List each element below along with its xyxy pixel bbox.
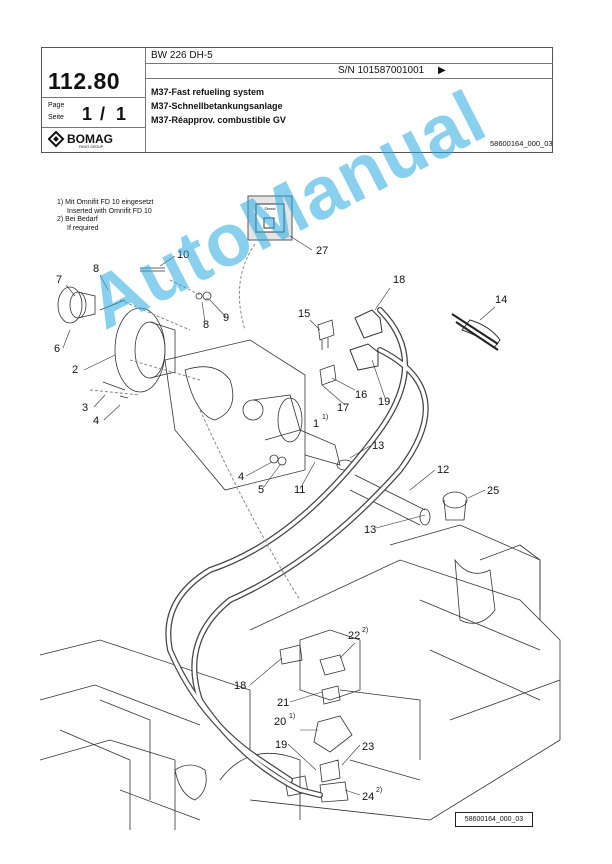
callout-14: 14 <box>495 294 507 306</box>
callout-13-top: 13 <box>372 440 384 452</box>
serial-number: S/N 101587001001 <box>338 65 425 76</box>
callout-19: 19 <box>275 739 287 751</box>
bomag-diamond-icon <box>47 130 65 148</box>
callout-24: 24 <box>362 791 374 803</box>
callout-13: 13 <box>364 524 376 536</box>
serial-arrow-icon: ▶ <box>438 65 446 76</box>
callout-7: 7 <box>56 274 62 286</box>
bomag-logo: BOMAG FAYAT GROUP <box>47 130 140 149</box>
title-en: M37-Fast refueling system <box>151 87 265 97</box>
diesel-refuel-icon: Diesel <box>247 195 293 241</box>
callout-6: 6 <box>54 343 60 355</box>
note-1-en: Inserted with Omnifit FD 10 <box>67 207 152 215</box>
callout-20: 20 <box>274 716 286 728</box>
callout-1: 1 <box>313 418 319 430</box>
callout-17: 17 <box>337 402 349 414</box>
label-27: Diesel <box>264 206 275 211</box>
callout-22: 22 <box>348 630 360 642</box>
callout-11: 11 <box>294 484 305 496</box>
page-current: 1 <box>82 104 93 124</box>
callout-18: 18 <box>234 680 246 692</box>
note-2-en: If required <box>67 224 99 232</box>
callout-5: 5 <box>258 484 264 496</box>
model-name: BW 226 DH-5 <box>151 50 213 61</box>
callout-8-top: 8 <box>93 263 99 275</box>
superscript-1: 1) <box>322 414 328 421</box>
note-1-de: 1) Mit Omnifit FD 10 eingesetzt <box>57 199 154 206</box>
callout-25: 25 <box>487 485 499 497</box>
page-label-en: Page <box>48 102 65 109</box>
title-fr: M37-Réapprov. combustible GV <box>151 115 286 125</box>
page-label-de: Seite <box>48 114 64 121</box>
callout-4: 4 <box>238 471 244 483</box>
callout-18-top: 18 <box>393 274 405 286</box>
exploded-parts-diagram: Diesel 27 10 7 8 8 9 6 2 3 4 18 14 15 16… <box>39 195 561 830</box>
superscript-24: 2) <box>376 787 382 794</box>
callout-2: 2 <box>72 364 78 376</box>
callout-15: 15 <box>298 308 310 320</box>
superscript-20: 1) <box>289 713 295 720</box>
page-total: 1 <box>116 104 127 124</box>
footnotes: 1) Mit Omnifit FD 10 eingesetzt Inserted… <box>57 199 153 233</box>
callout-16: 16 <box>355 389 367 401</box>
callout-10: 10 <box>177 249 189 261</box>
title-de: M37-Schnellbetankungsanlage <box>151 101 283 111</box>
section-number: 112.80 <box>48 68 121 94</box>
drawing-stamp: 58600164_000_03 <box>455 812 533 827</box>
doc-number: 58600164_000_03 <box>490 139 553 148</box>
title-block: 112.80 Page Seite 1 / 1 BOMAG FAYAT GROU… <box>41 47 553 153</box>
callout-9: 9 <box>223 312 229 324</box>
callout-3: 3 <box>82 402 88 414</box>
callout-27: 27 <box>316 245 328 257</box>
brand-name: BOMAG <box>67 132 113 146</box>
superscript-22: 2) <box>362 627 368 634</box>
brand-sub: FAYAT GROUP <box>79 145 104 149</box>
callout-19-top: 19 <box>378 396 390 408</box>
note-2-de: 2) Bei Bedarf <box>57 216 98 223</box>
page-separator: / <box>100 104 106 124</box>
callout-21: 21 <box>277 697 289 709</box>
callout-23: 23 <box>362 741 374 753</box>
callout-4-top: 4 <box>93 415 99 427</box>
callout-12: 12 <box>437 464 449 476</box>
callout-8: 8 <box>203 319 209 331</box>
